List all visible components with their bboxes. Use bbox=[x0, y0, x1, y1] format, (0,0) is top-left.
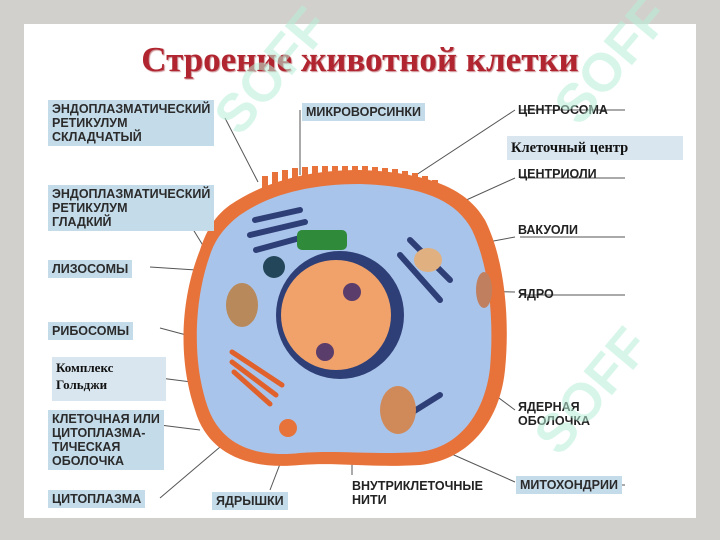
label-nuclear-envelope: ЯДЕРНАЯ ОБОЛОЧКА bbox=[518, 400, 591, 428]
vacuole bbox=[414, 248, 442, 272]
label-er-smooth: ЭНДОПЛАЗМАТИЧЕСКИЙ РЕТИКУЛУМ ГЛАДКИЙ bbox=[48, 185, 215, 231]
label-nucleus: ЯДРО bbox=[518, 287, 554, 301]
centrosome bbox=[297, 230, 347, 250]
label-lysosomes: ЛИЗОСОМЫ bbox=[48, 260, 133, 278]
nucleolus bbox=[316, 343, 334, 361]
label-cell-center: Клеточный центр bbox=[507, 136, 683, 160]
label-centrioles: ЦЕНТРИОЛИ bbox=[518, 167, 597, 181]
label-er-rough: ЭНДОПЛАЗМАТИЧЕСКИЙ РЕТИКУЛУМ СКЛАДЧАТЫЙ bbox=[48, 100, 215, 146]
label-ribosomes: РИБОСОМЫ bbox=[48, 322, 134, 340]
label-vacuoles: ВАКУОЛИ bbox=[518, 223, 579, 237]
nucleus bbox=[281, 260, 391, 370]
vacuole bbox=[263, 256, 285, 278]
label-cytoplasm: ЦИТОПЛАЗМА bbox=[48, 490, 146, 508]
label-mitochondria: МИТОХОНДРИИ bbox=[516, 476, 622, 494]
label-membrane: КЛЕТОЧНАЯ ИЛИ ЦИТОПЛАЗМА- ТИЧЕСКАЯ ОБОЛО… bbox=[48, 410, 164, 470]
mitochondrion bbox=[226, 283, 258, 327]
label-microvilli: МИКРОВОРСИНКИ bbox=[302, 103, 426, 121]
cell-body bbox=[183, 166, 507, 466]
lysosome bbox=[279, 419, 297, 437]
label-golgi: Комплекс Гольджи bbox=[52, 357, 166, 401]
golgi-complex bbox=[229, 349, 285, 407]
vacuole bbox=[476, 272, 492, 308]
label-filaments: ВНУТРИКЛЕТОЧНЫЕ НИТИ bbox=[352, 479, 483, 507]
label-centrosome: ЦЕНТРОСОМА bbox=[518, 103, 608, 117]
microvilli-fringe bbox=[262, 166, 438, 194]
mitochondrion bbox=[380, 386, 416, 434]
label-nucleoli: ЯДРЫШКИ bbox=[212, 492, 288, 510]
nucleolus bbox=[343, 283, 361, 301]
page-title: Строение животной клетки bbox=[141, 40, 579, 79]
